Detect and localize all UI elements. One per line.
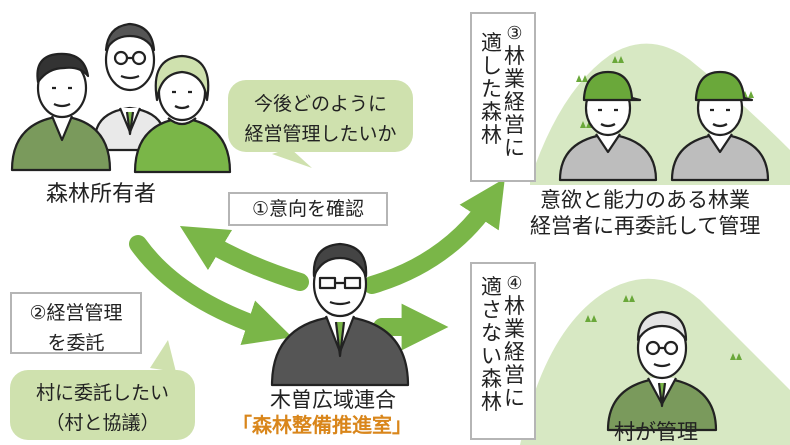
grass-tufts-icon xyxy=(576,56,754,360)
village-officer-icon xyxy=(606,310,718,432)
forest-owners-icon xyxy=(10,22,232,174)
village-label: 村が管理 xyxy=(614,420,698,444)
step3-col-2: 適 し た 森 林 xyxy=(481,31,502,147)
union-office: 「森林整備推進室」 xyxy=(232,413,412,437)
entrust-line-1: 村に委託したい xyxy=(35,382,169,404)
step1-label: ①意向を確認 xyxy=(251,198,365,220)
step2-box: ②経営管理 を委託 xyxy=(10,292,142,354)
step4-number: ④ xyxy=(506,273,523,294)
foresters-line-1: 意欲と能力のある林業 xyxy=(540,188,750,212)
step1-box: ①意向を確認 xyxy=(228,192,388,226)
request-line-1: 今後どのように xyxy=(253,93,387,115)
request-bubble-tail xyxy=(272,148,312,168)
entrust-line-2: （村と協議） xyxy=(45,412,160,434)
arrow-to-owners xyxy=(179,225,309,291)
step3-col-1: ③ 林 業 経 営 に xyxy=(504,23,525,160)
union-name: 木曽広域連合 xyxy=(270,388,396,412)
request-speech-bubble: 今後どのように 経営管理したいか xyxy=(228,80,413,152)
step3-box: ③ 林 業 経 営 に 適 し た 森 林 xyxy=(470,12,536,182)
step3-number: ③ xyxy=(506,23,523,44)
arrow-to-union xyxy=(129,235,293,345)
arrows xyxy=(129,178,505,351)
forest-owners-label: 森林所有者 xyxy=(46,182,157,207)
request-line-2: 経営管理したいか xyxy=(244,123,397,145)
arrow-to-suitable-forest xyxy=(363,178,505,294)
entrust-bubble-tail xyxy=(150,340,176,372)
step4-col-1: ④ 林 業 経 営 に xyxy=(504,273,525,410)
foresters-icon xyxy=(558,70,770,182)
step4-col-2: 適 さ な い 森 林 xyxy=(481,275,502,414)
union-officer-icon xyxy=(270,242,410,387)
step4-box: ④ 林 業 経 営 に 適 さ な い 森 林 xyxy=(470,262,536,440)
foresters-line-2: 経営者に再委託して管理 xyxy=(530,214,761,238)
entrust-speech-bubble: 村に委託したい （村と協議） xyxy=(10,370,195,440)
step2-line-2: を委託 xyxy=(47,332,105,354)
step2-line-1: ②経営管理 xyxy=(29,302,123,324)
